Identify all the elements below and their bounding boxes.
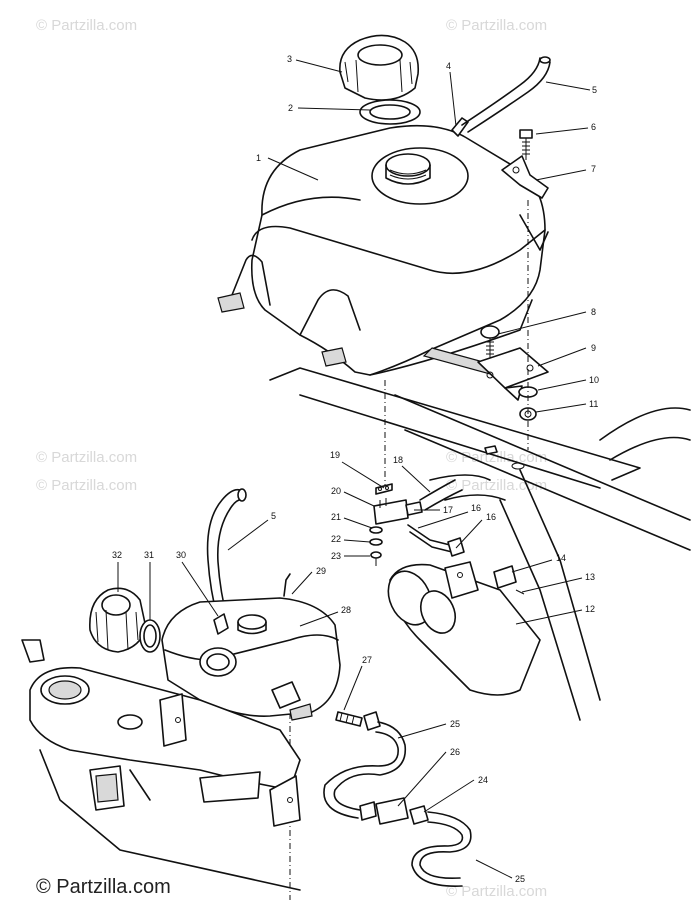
watermark: © Partzilla.com	[36, 17, 137, 34]
callout-14: 14	[556, 553, 566, 563]
callout-16: 16	[471, 503, 481, 513]
gas-cap-lower	[89, 587, 161, 653]
watermark: © Partzilla.com	[36, 477, 137, 494]
callout-5b: 5	[271, 511, 276, 521]
callout-8: 8	[591, 307, 596, 317]
callout-30: 30	[176, 550, 186, 560]
callout-labels: 1 2 3 4 5 6 7 8 9 10 11 19 18 20 17 21 1…	[112, 54, 599, 884]
callout-3: 3	[287, 54, 292, 64]
callout-7: 7	[591, 164, 596, 174]
fuel-line	[323, 711, 472, 887]
callout-1: 1	[256, 153, 261, 163]
callout-18: 18	[393, 455, 403, 465]
frame-lower	[21, 639, 301, 891]
callout-26: 26	[450, 747, 460, 757]
watermark: © Partzilla.com	[446, 883, 547, 900]
fuel-valve	[369, 479, 465, 566]
watermark-layer: © Partzilla.com © Partzilla.com © Partzi…	[36, 17, 547, 900]
callout-32: 32	[112, 550, 122, 560]
callout-10: 10	[589, 375, 599, 385]
intake-boot	[387, 561, 541, 696]
callout-21: 21	[331, 512, 341, 522]
callout-31: 31	[144, 550, 154, 560]
vent-hose-lower	[206, 488, 247, 623]
callout-27: 27	[362, 655, 372, 665]
callout-25b: 25	[515, 874, 525, 884]
bracket-upper	[501, 129, 549, 199]
callout-23: 23	[331, 551, 341, 561]
callout-19: 19	[330, 450, 340, 460]
callout-24: 24	[478, 775, 488, 785]
watermark: © Partzilla.com	[446, 449, 547, 466]
callout-2: 2	[288, 103, 293, 113]
callout-12: 12	[585, 604, 595, 614]
frame-rails	[269, 367, 691, 721]
callout-13: 13	[585, 572, 595, 582]
fuel-tank-lower	[161, 573, 341, 721]
vent-hose-upper	[451, 56, 551, 137]
callout-25: 25	[450, 719, 460, 729]
callout-6: 6	[591, 122, 596, 132]
callout-4: 4	[446, 61, 451, 71]
callout-11: 11	[589, 399, 598, 409]
watermark: © Partzilla.com	[446, 17, 547, 34]
gas-cap-upper	[339, 34, 421, 125]
callout-28: 28	[341, 605, 351, 615]
callout-29: 29	[316, 566, 326, 576]
callout-17: 17	[443, 505, 453, 515]
leader-lines	[117, 59, 591, 879]
watermark: © Partzilla.com	[446, 477, 547, 494]
callout-9: 9	[591, 343, 596, 353]
mount-hardware	[477, 325, 549, 470]
watermark: © Partzilla.com	[36, 449, 137, 466]
callout-5: 5	[592, 85, 597, 95]
fuel-tank-upper	[217, 124, 549, 381]
callout-16b: 16	[486, 512, 496, 522]
brand-copyright: © Partzilla.com	[36, 876, 171, 898]
callout-20: 20	[331, 486, 341, 496]
callout-22: 22	[331, 534, 341, 544]
